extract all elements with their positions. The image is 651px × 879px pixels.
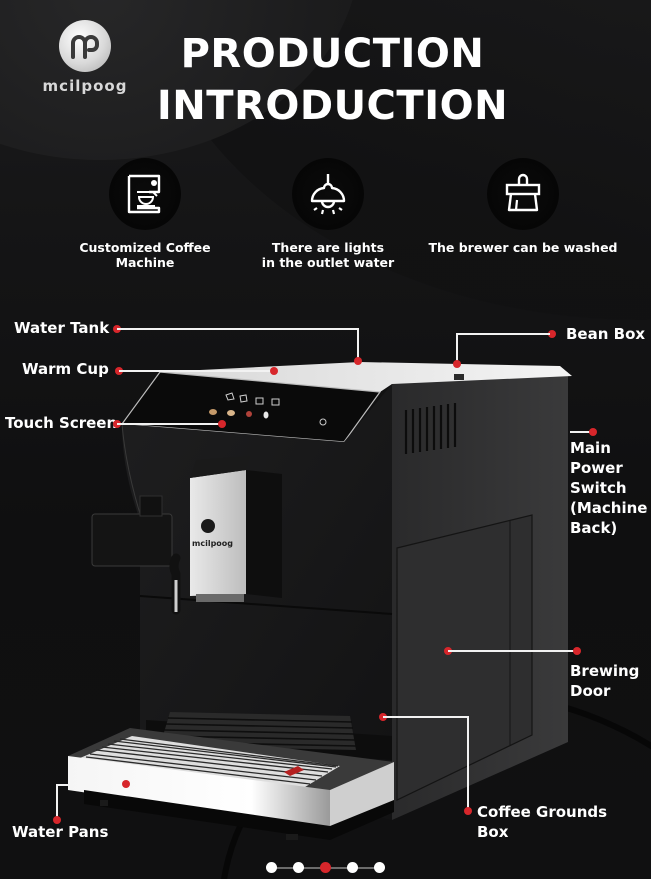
callout-line: [56, 784, 58, 820]
callout-dot: [589, 428, 597, 436]
feature-label: The brewer can be washed: [428, 240, 618, 255]
callout-line: [357, 328, 359, 360]
callout-line: [456, 333, 458, 361]
callout-warm-cup: Warm Cup: [22, 360, 109, 378]
label-line: (Machine: [570, 499, 648, 517]
frother-unit: [91, 513, 173, 567]
callout-line: [448, 650, 578, 652]
spout-logo-text: mcilpoog: [192, 539, 233, 548]
feature-label: Customized Coffee Machine: [79, 240, 211, 270]
callout-dot: [270, 367, 278, 375]
feature-washable-brewer: The brewer can be washed: [428, 158, 618, 255]
brand-logo-mark: [59, 20, 111, 72]
label-line: Door: [570, 682, 611, 700]
pagination-dot-1[interactable]: [266, 862, 277, 873]
callout-brewing-door: Brewing Door: [570, 661, 639, 701]
steam-wand: [169, 553, 181, 615]
touch-screen-icons: [225, 392, 280, 406]
vent-slots: [404, 403, 457, 454]
page-title: PRODUCTION INTRODUCTION: [150, 28, 515, 132]
feature-lights: There are lights in the outlet water: [243, 158, 413, 270]
callout-dot: [464, 807, 472, 815]
coffee-spout: [190, 470, 246, 596]
callout-dot: [548, 330, 556, 338]
label-line: Brewing: [570, 662, 640, 680]
pagination-dot-4[interactable]: [347, 862, 358, 873]
callout-line: [570, 431, 592, 433]
pagination-dot-3-active[interactable]: [320, 862, 331, 873]
callout-line: [117, 423, 222, 425]
callout-line: [467, 716, 469, 808]
pagination-dot-2[interactable]: [293, 862, 304, 873]
feature-label-line-1: There are lights: [271, 240, 385, 255]
pendant-lamp-icon: [310, 174, 346, 215]
feature-icon-circle: [109, 158, 181, 230]
feature-customized: Customized Coffee Machine: [50, 158, 240, 270]
callout-dot: [354, 357, 362, 365]
top-lid: [160, 362, 572, 392]
feature-icon-circle: [292, 158, 364, 230]
callout-touch-screen: Touch Screen: [5, 414, 118, 432]
callout-water-tank: Water Tank: [14, 319, 110, 337]
brush-icon: [505, 173, 541, 212]
brand-logo: mcilpoog: [30, 20, 140, 95]
callout-line: [57, 784, 69, 786]
title-line-1: PRODUCTION: [180, 31, 485, 77]
callout-water-pans: Water Pans: [12, 823, 109, 841]
callout-main-power-switch: Main Power Switch (Machine Back): [570, 438, 647, 538]
label-line: Power: [570, 459, 623, 477]
callout-coffee-grounds-box: Coffee Grounds Box: [477, 802, 607, 842]
feature-label: There are lights in the outlet water: [243, 240, 413, 270]
callout-dot: [53, 816, 61, 824]
label-line: Coffee Grounds: [477, 803, 608, 821]
callout-bean-box: Bean Box: [566, 325, 646, 343]
callout-line: [119, 370, 273, 372]
callout-dot: [573, 647, 581, 655]
feature-icon-circle: [487, 158, 559, 230]
callout-dot: [218, 420, 226, 428]
m-letter-icon: [71, 35, 99, 59]
coffee-machine-icon: [127, 174, 161, 214]
callout-line: [117, 328, 358, 330]
touch-screen-panel: [120, 371, 382, 443]
callout-dot: [122, 780, 130, 788]
label-line: Back): [570, 519, 618, 537]
carousel-pagination: [266, 862, 385, 874]
callout-dot: [453, 360, 461, 368]
brand-name: mcilpoog: [42, 77, 128, 95]
spout-logo-mark: [201, 519, 215, 533]
callout-line: [383, 716, 468, 718]
label-line: Main: [570, 439, 611, 457]
callout-line: [457, 333, 550, 335]
feature-label-line-2: in the outlet water: [261, 255, 395, 270]
pagination-dot-5[interactable]: [374, 862, 385, 873]
title-line-2: INTRODUCTION: [156, 83, 509, 129]
label-line: Box: [477, 823, 509, 841]
label-line: Switch: [570, 479, 627, 497]
